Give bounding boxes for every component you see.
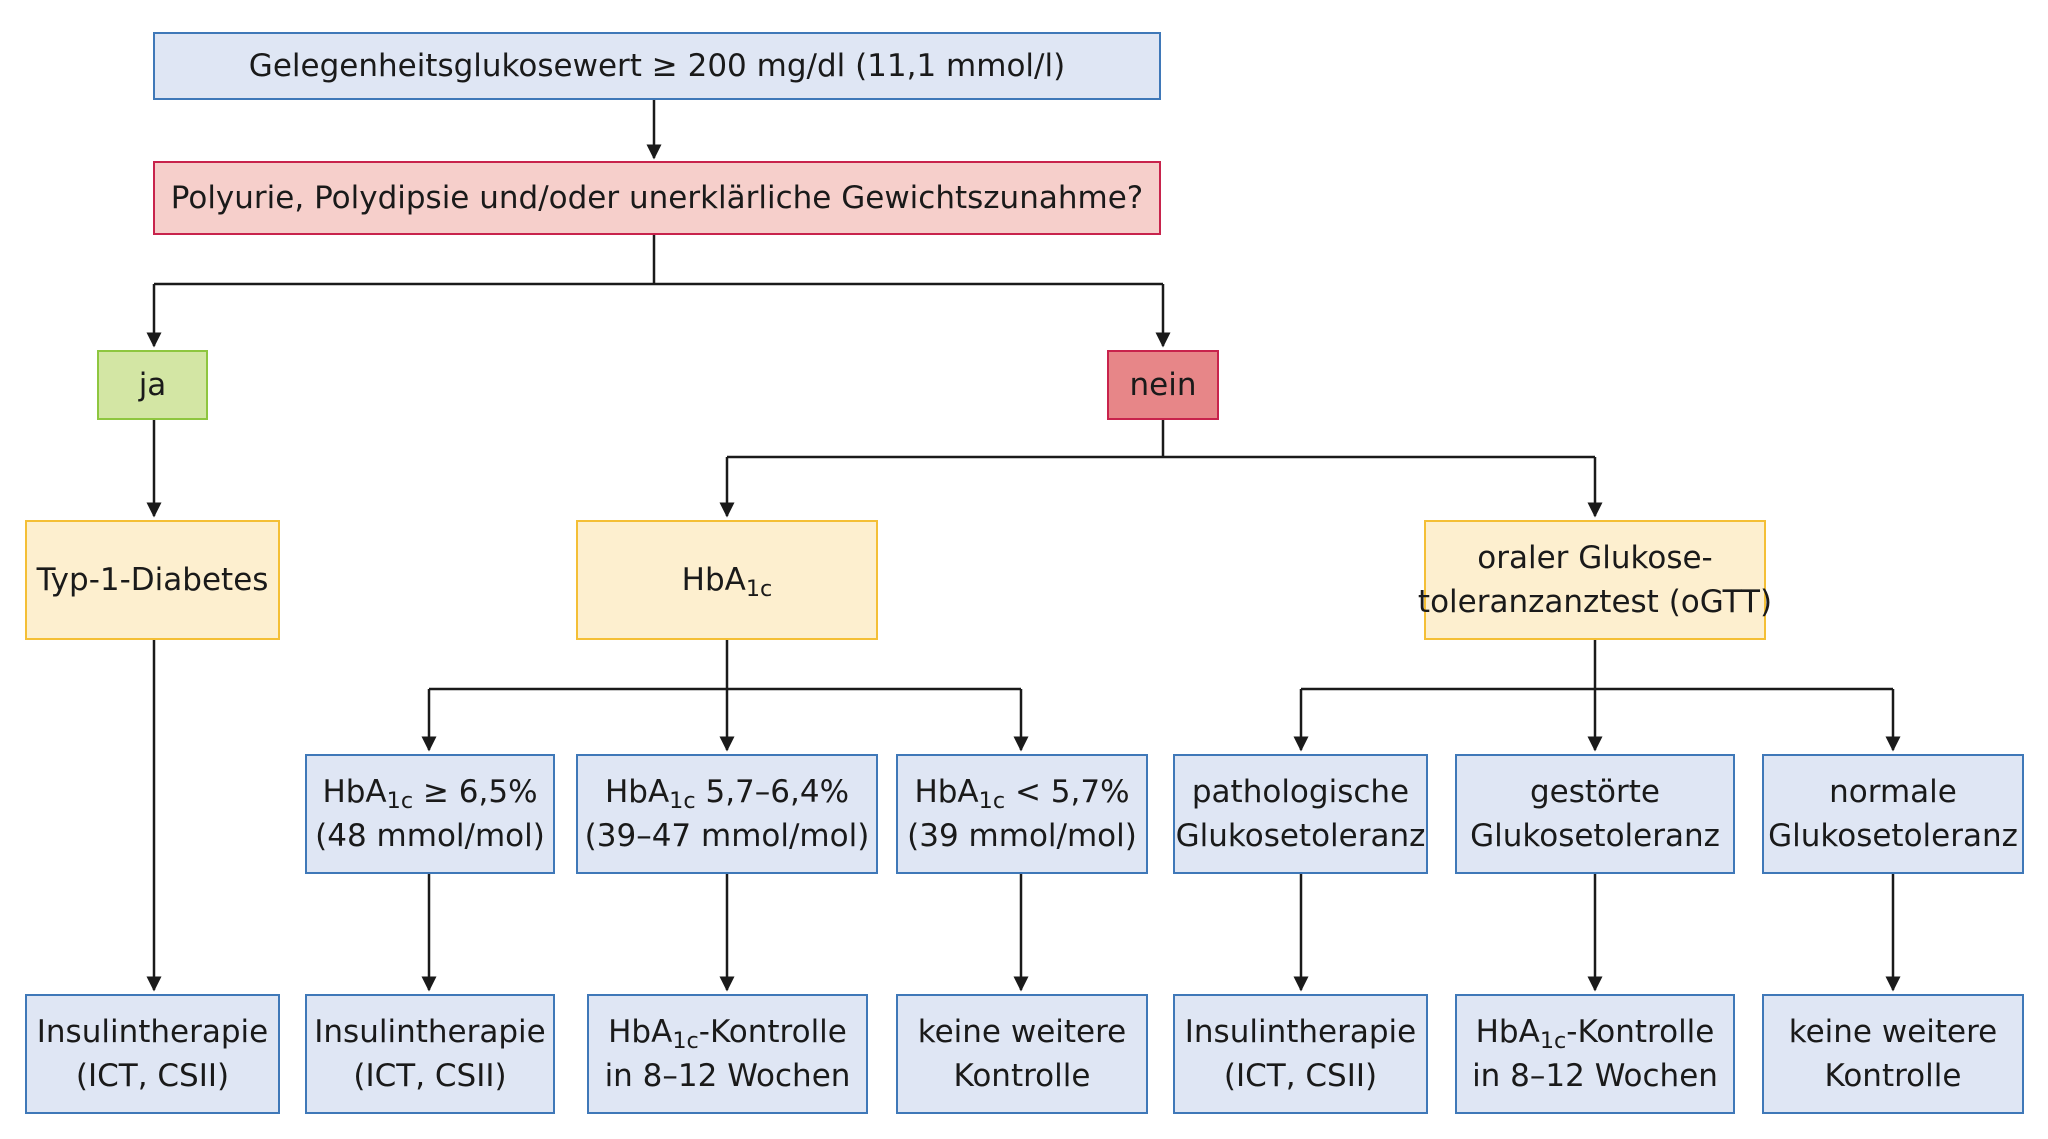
no-label: nein bbox=[1129, 367, 1197, 403]
hba1c-low-box: HbA1c < 5,7% (39 mmol/mol) bbox=[896, 754, 1148, 874]
hba1c-test-box: HbA1c bbox=[576, 520, 878, 640]
hba1c-mid-line1: HbA1c 5,7–6,4% bbox=[604, 774, 850, 814]
result-none-1-line2: Kontrolle bbox=[953, 1058, 1091, 1094]
hba1c-low-line1: HbA1c < 5,7% bbox=[914, 774, 1130, 814]
result-insulin-3-line2: (ICT, CSII) bbox=[1223, 1058, 1378, 1094]
question-box: Polyurie, Polydipsie und/oder unerklärli… bbox=[153, 161, 1161, 235]
hba1c-test-text: HbA1c bbox=[681, 562, 773, 602]
result-insulin-1-line1: Insulintherapie bbox=[36, 1014, 269, 1050]
result-insulin-2-line2: (ICT, CSII) bbox=[353, 1058, 507, 1094]
result-insulin-1-box: Insulintherapie (ICT, CSII) bbox=[25, 994, 280, 1114]
type1-text: Typ-1-Diabetes bbox=[36, 562, 269, 598]
result-control-2-line1: HbA1c-Kontrolle bbox=[1475, 1014, 1715, 1054]
result-insulin-3-line1: Insulintherapie bbox=[1184, 1014, 1417, 1050]
ogtt-impaired-line1: gestörte bbox=[1530, 774, 1660, 810]
ogtt-impaired-box: gestörte Glukosetoleranz bbox=[1455, 754, 1735, 874]
ogtt-path-line2: Glukosetoleranz bbox=[1175, 818, 1426, 854]
ogtt-impaired-line2: Glukosetoleranz bbox=[1470, 818, 1720, 854]
type1-box: Typ-1-Diabetes bbox=[25, 520, 280, 640]
hba1c-high-line1: HbA1c ≥ 6,5% bbox=[322, 774, 538, 814]
result-insulin-2-box: Insulintherapie (ICT, CSII) bbox=[305, 994, 555, 1114]
yes-label: ja bbox=[138, 367, 167, 403]
result-none-1-line1: keine weitere bbox=[917, 1014, 1127, 1050]
result-none-2-line2: Kontrolle bbox=[1824, 1058, 1962, 1094]
hba1c-mid-box: HbA1c 5,7–6,4% (39–47 mmol/mol) bbox=[576, 754, 878, 874]
result-control-1-line2: in 8–12 Wochen bbox=[604, 1058, 851, 1094]
result-insulin-1-line2: (ICT, CSII) bbox=[75, 1058, 230, 1094]
result-control-1-box: HbA1c-Kontrolle in 8–12 Wochen bbox=[587, 994, 868, 1114]
hba1c-high-line2: (48 mmol/mol) bbox=[315, 818, 545, 854]
ogtt-normal-line1: normale bbox=[1829, 774, 1957, 810]
result-control-2-box: HbA1c-Kontrolle in 8–12 Wochen bbox=[1455, 994, 1735, 1114]
hba1c-mid-line2: (39–47 mmol/mol) bbox=[584, 818, 870, 854]
result-none-1-box: keine weitere Kontrolle bbox=[896, 994, 1148, 1114]
result-control-2-line2: in 8–12 Wochen bbox=[1472, 1058, 1718, 1094]
result-insulin-2-line1: Insulintherapie bbox=[314, 1014, 546, 1050]
ogtt-pathologic-box: pathologische Glukosetoleranz bbox=[1173, 754, 1428, 874]
result-insulin-3-box: Insulintherapie (ICT, CSII) bbox=[1173, 994, 1428, 1114]
ogtt-line2: toleranzanztest (oGTT) bbox=[1417, 584, 1773, 620]
question-text: Polyurie, Polydipsie und/oder unerklärli… bbox=[170, 180, 1144, 216]
start-text: Gelegenheitsglukosewert ≥ 200 mg/dl (11,… bbox=[248, 48, 1066, 84]
result-control-1-line1: HbA1c-Kontrolle bbox=[608, 1014, 847, 1054]
ogtt-normal-line2: Glukosetoleranz bbox=[1768, 818, 2018, 854]
start-box: Gelegenheitsglukosewert ≥ 200 mg/dl (11,… bbox=[153, 32, 1161, 100]
ogtt-path-line1: pathologische bbox=[1191, 774, 1410, 810]
ogtt-line1: oraler Glukose- bbox=[1477, 540, 1713, 576]
hba1c-low-line2: (39 mmol/mol) bbox=[907, 818, 1137, 854]
ogtt-box: oraler Glukose- toleranzanztest (oGTT) bbox=[1418, 520, 1772, 640]
result-none-2-line1: keine weitere bbox=[1788, 1014, 1998, 1050]
ogtt-normal-box: normale Glukosetoleranz bbox=[1762, 754, 2024, 874]
no-box: nein bbox=[1107, 350, 1219, 420]
hba1c-high-box: HbA1c ≥ 6,5% (48 mmol/mol) bbox=[305, 754, 555, 874]
yes-box: ja bbox=[97, 350, 208, 420]
result-none-2-box: keine weitere Kontrolle bbox=[1762, 994, 2024, 1114]
